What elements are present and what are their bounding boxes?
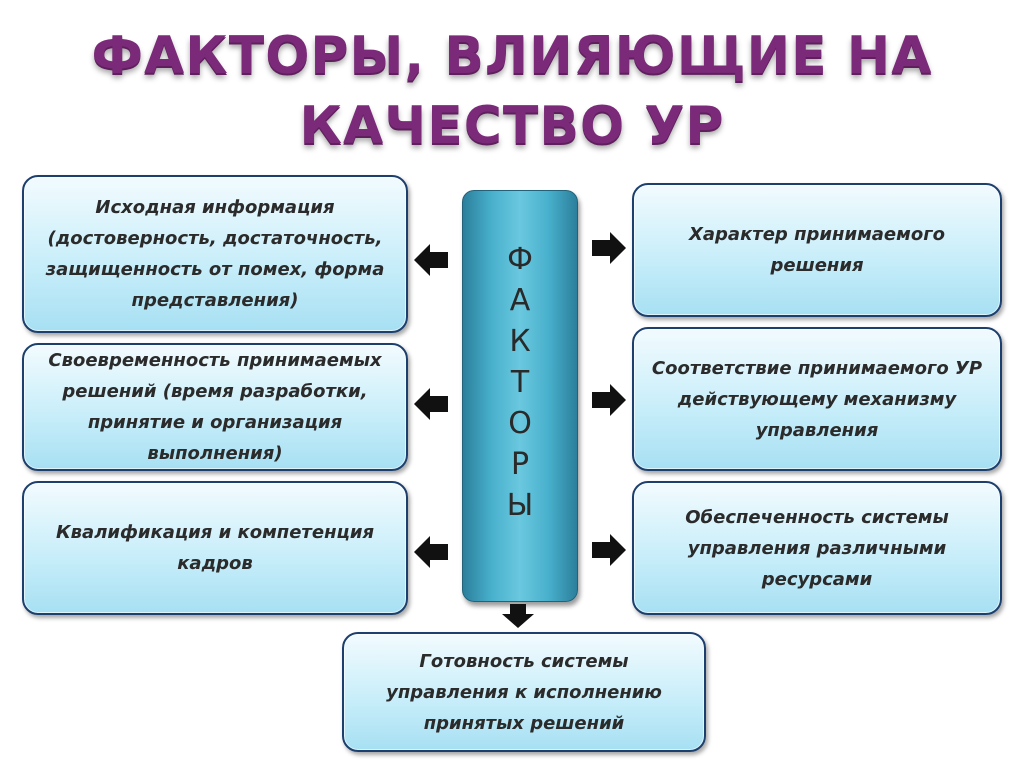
factor-text: Квалификация и компетенция кадров: [55, 522, 375, 574]
arrow-right-icon: [592, 232, 626, 264]
arrow-left-icon: [414, 388, 448, 420]
center-letter: К: [509, 324, 531, 359]
center-letter: А: [509, 283, 531, 318]
factor-text: Исходная информация (достоверность, дост…: [45, 197, 385, 311]
factor-text: Характер принимаемого решения: [689, 224, 945, 276]
factor-box-source-information: Исходная информация (достоверность, дост…: [22, 175, 408, 333]
factor-text: Готовность системы управления к исполнен…: [386, 650, 662, 734]
factor-box-mechanism-fit: Соответствие принимаемого УР действующем…: [632, 327, 1002, 471]
factor-text: Соответствие принимаемого УР действующем…: [651, 357, 983, 441]
arrow-right-icon: [592, 534, 626, 566]
factor-box-decision-nature: Характер принимаемого решения: [632, 183, 1002, 317]
factor-box-resources: Обеспеченность системы управления различ…: [632, 481, 1002, 615]
factor-box-timeliness: Своевременность принимаемых решений (вре…: [22, 343, 408, 471]
center-letter: О: [508, 406, 532, 441]
factor-text: Своевременность принимаемых решений (вре…: [48, 350, 382, 464]
title-line-2: КАЧЕСТВО УР: [299, 96, 725, 156]
center-letters: Ф А К Т О Р Ы: [463, 239, 577, 526]
arrow-right-icon: [592, 384, 626, 416]
factor-text: Обеспеченность системы управления различ…: [685, 506, 949, 590]
center-letter: Т: [510, 365, 530, 400]
center-letter: Ы: [506, 488, 534, 523]
factors-center-column: Ф А К Т О Р Ы: [462, 190, 578, 602]
factor-box-qualification: Квалификация и компетенция кадров: [22, 481, 408, 615]
arrow-left-icon: [414, 536, 448, 568]
arrow-left-icon: [414, 244, 448, 276]
center-letter: Ф: [507, 242, 533, 277]
title-line-1: ФАКТОРЫ, ВЛИЯЮЩИЕ НА: [91, 26, 933, 86]
factor-box-readiness: Готовность системы управления к исполнен…: [342, 632, 706, 752]
center-letter: Р: [510, 447, 530, 482]
arrow-down-icon: [502, 604, 534, 628]
